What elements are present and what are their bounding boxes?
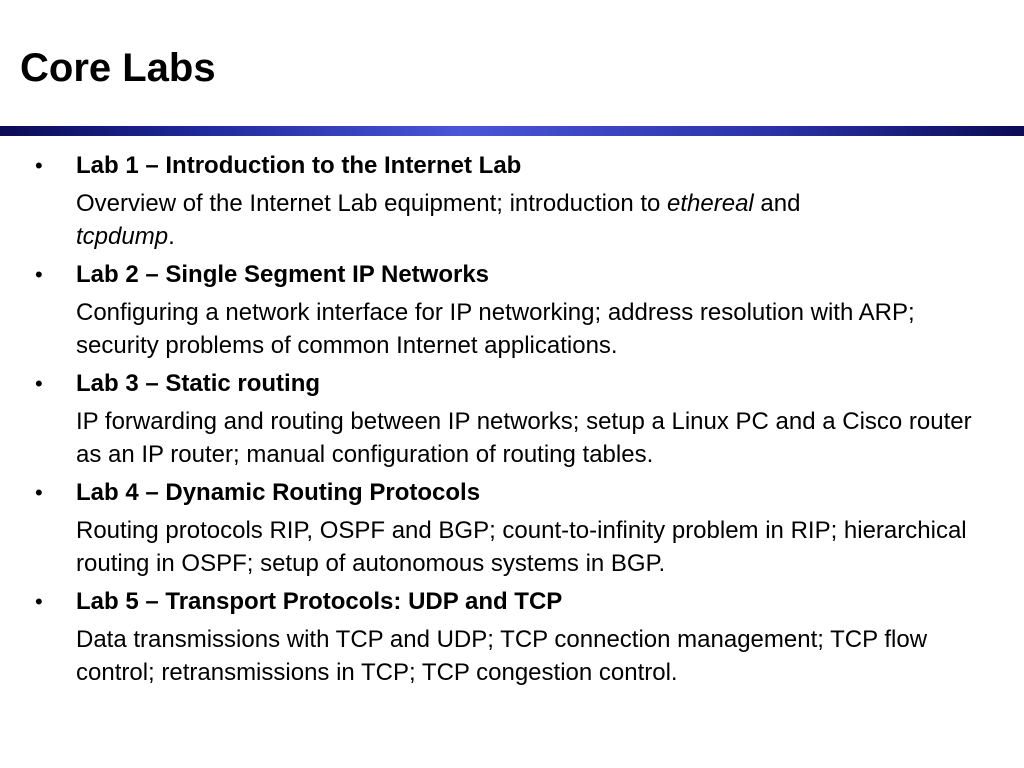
tool-name-ethereal: ethereal — [667, 190, 754, 217]
bullet-icon: • — [35, 480, 43, 505]
tool-name-tcpdump: tcpdump — [76, 223, 169, 250]
lab-item-1: • Lab 1 – Introduction to the Internet L… — [0, 149, 1024, 253]
lab-heading: Lab 5 – Transport Protocols: UDP and TCP — [76, 588, 563, 615]
lab-heading: Lab 4 – Dynamic Routing Protocols — [76, 479, 481, 506]
lab-list: • Lab 1 – Introduction to the Internet L… — [0, 149, 1024, 694]
bullet-icon: • — [35, 262, 43, 287]
lab-heading: Lab 1 – Introduction to the Internet Lab — [76, 152, 522, 179]
lab-item-2: • Lab 2 – Single Segment IP Networks Con… — [0, 258, 1024, 362]
lab-heading: Lab 3 – Static routing — [76, 370, 321, 397]
bullet-icon: • — [35, 371, 43, 396]
lab-description: Configuring a network interface for IP n… — [76, 299, 915, 359]
lab-item-4: • Lab 4 – Dynamic Routing Protocols Rout… — [0, 476, 1024, 580]
lab-item-3: • Lab 3 – Static routing IP forwarding a… — [0, 367, 1024, 471]
lab-description: Overview of the Internet Lab equipment; … — [76, 187, 994, 253]
lab-description-text: . — [168, 223, 175, 250]
lab-heading: Lab 2 – Single Segment IP Networks — [76, 261, 490, 288]
lab-description: Data transmissions with TCP and UDP; TCP… — [76, 626, 928, 686]
slide-title: Core Labs — [20, 46, 216, 90]
title-divider — [0, 126, 1024, 136]
lab-description: Routing protocols RIP, OSPF and BGP; cou… — [76, 517, 967, 577]
bullet-icon: • — [35, 153, 43, 178]
lab-item-5: • Lab 5 – Transport Protocols: UDP and T… — [0, 585, 1024, 689]
lab-description-text: Overview of the Internet Lab equipment; … — [76, 190, 668, 217]
lab-description: IP forwarding and routing between IP net… — [76, 408, 972, 468]
lab-description-text: and — [753, 190, 801, 217]
bullet-icon: • — [35, 589, 43, 614]
